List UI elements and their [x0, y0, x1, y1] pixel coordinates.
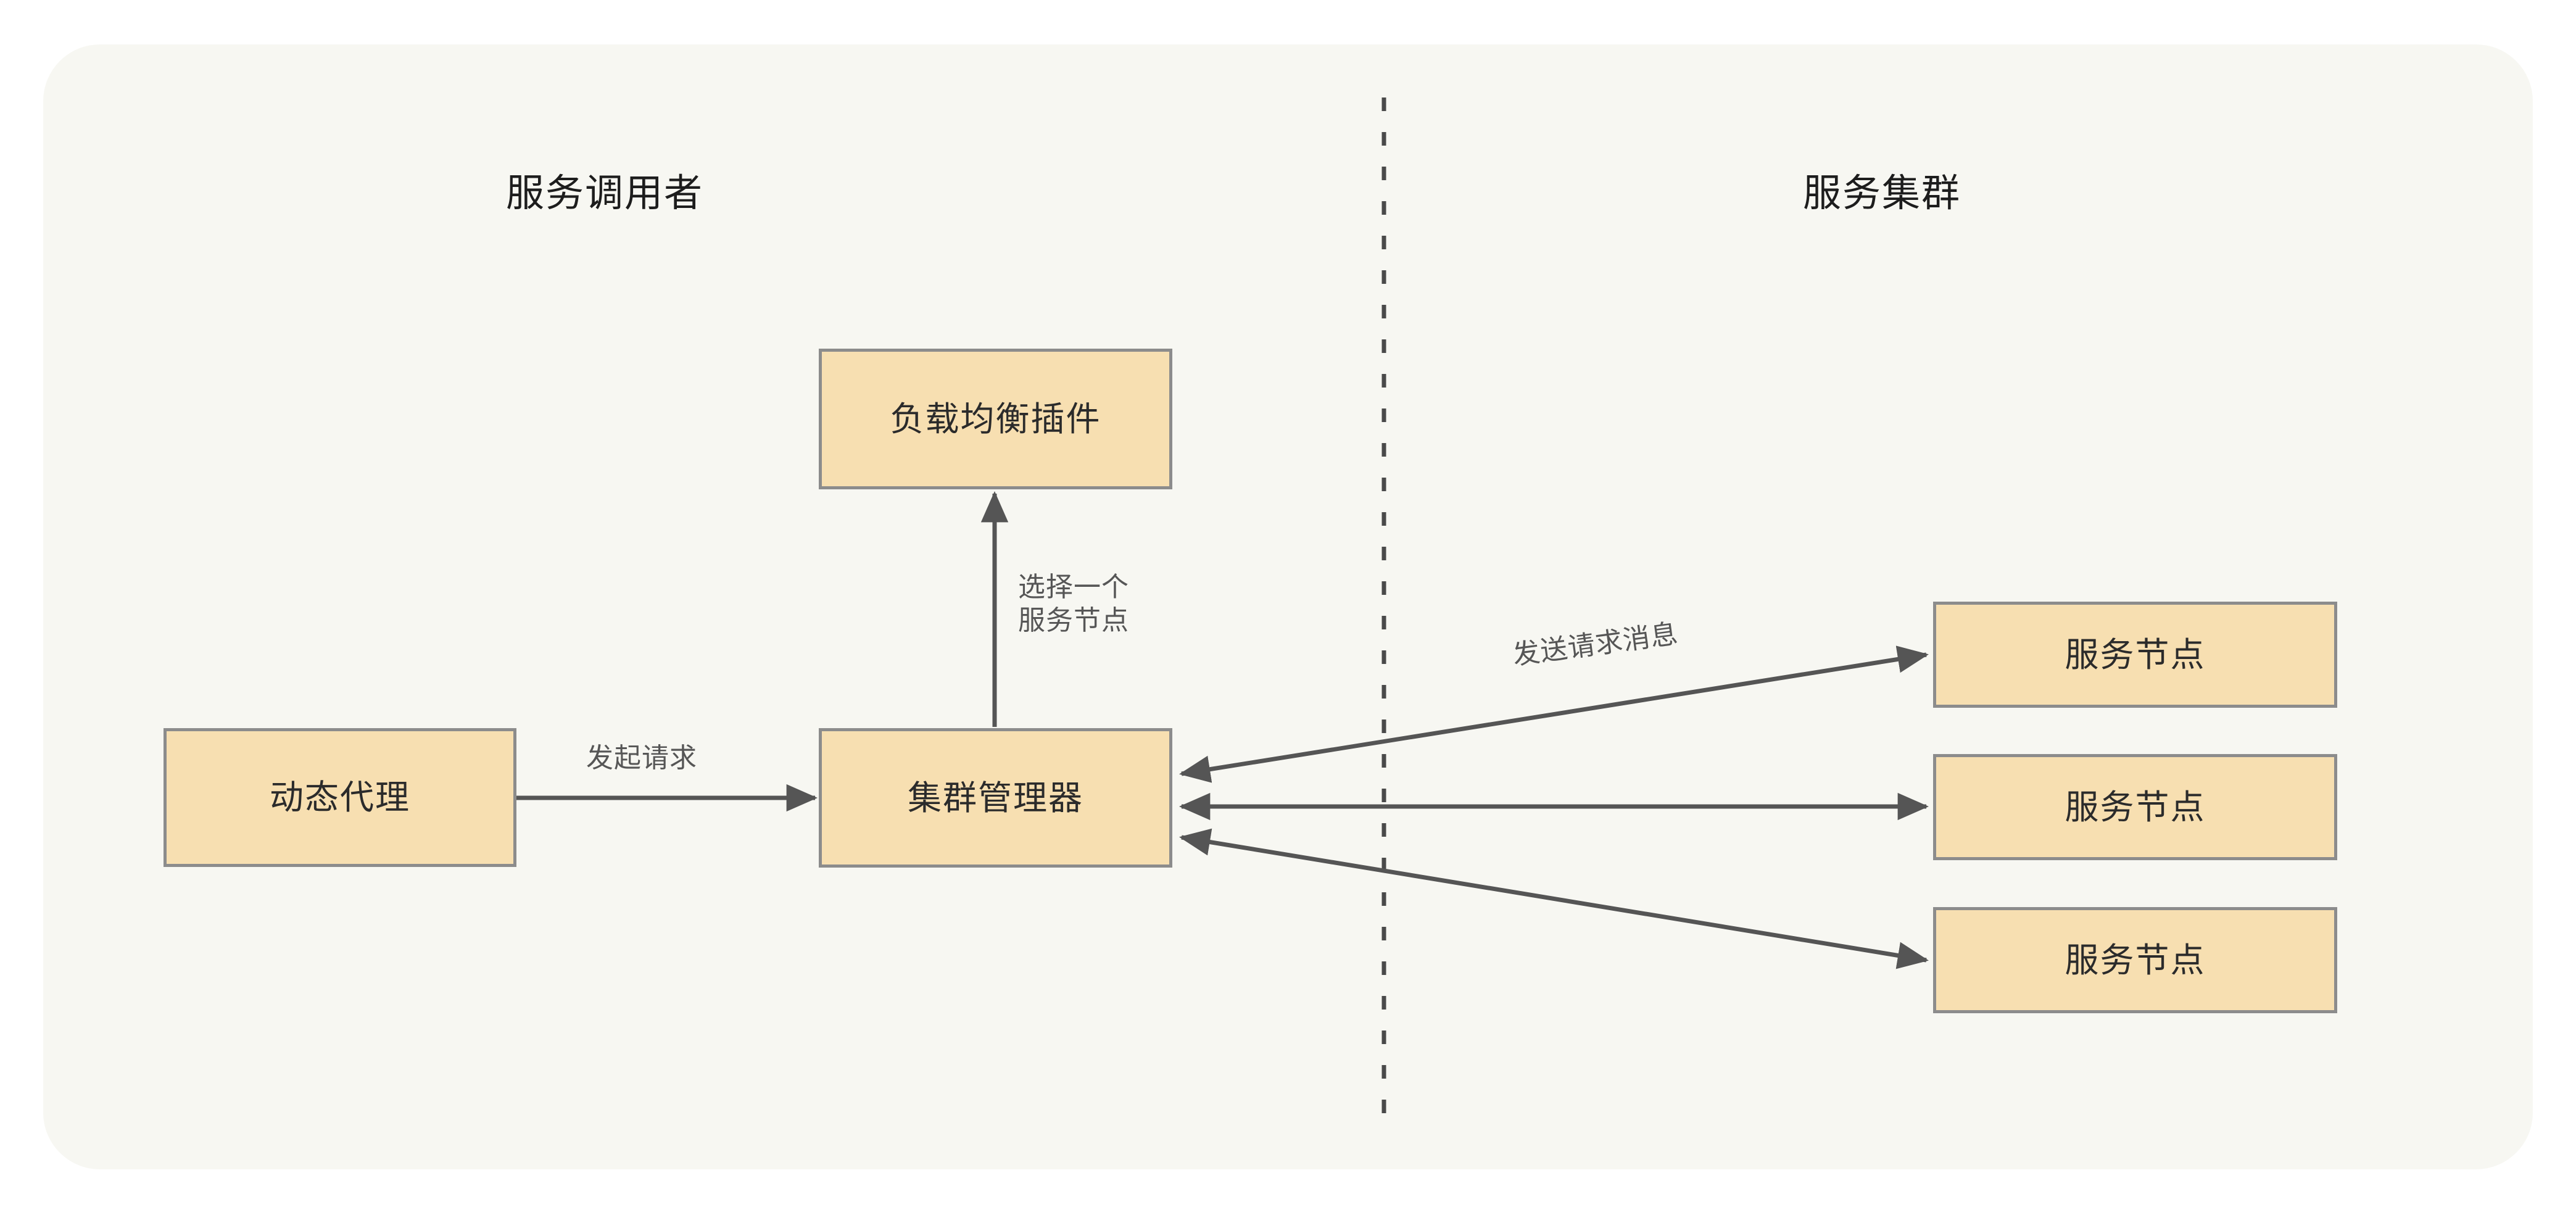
- edge-send-request-node-1: [1179, 645, 1929, 783]
- node-label: 服务节点: [2065, 787, 2206, 826]
- node-service-node-3[interactable]: 服务节点: [1933, 907, 2337, 1013]
- node-label: 服务节点: [2065, 940, 2206, 979]
- node-label: 集群管理器: [907, 778, 1083, 817]
- node-load-balancer-plugin[interactable]: 负载均衡插件: [819, 349, 1172, 489]
- node-service-node-2[interactable]: 服务节点: [1933, 754, 2337, 860]
- node-cluster-manager[interactable]: 集群管理器: [819, 728, 1172, 868]
- edge-label-invoke-request: 发起请求: [586, 743, 697, 773]
- edge-label-select-node: 选择一个 服务节点: [1018, 571, 1129, 637]
- node-label: 动态代理: [269, 778, 410, 816]
- node-label: 负载均衡插件: [890, 399, 1101, 438]
- node-label: 服务节点: [2065, 635, 2206, 674]
- lane-title-service-cluster: 服务集群: [1803, 172, 1961, 215]
- lane-title-service-caller: 服务调用者: [506, 172, 704, 215]
- edge-send-request-node-3: [1179, 828, 1929, 969]
- node-service-node-1[interactable]: 服务节点: [1933, 602, 2337, 708]
- edge-label-line: 选择一个: [1018, 572, 1129, 602]
- node-dynamic-proxy[interactable]: 动态代理: [164, 728, 516, 867]
- edge-label-line: 服务节点: [1018, 605, 1129, 636]
